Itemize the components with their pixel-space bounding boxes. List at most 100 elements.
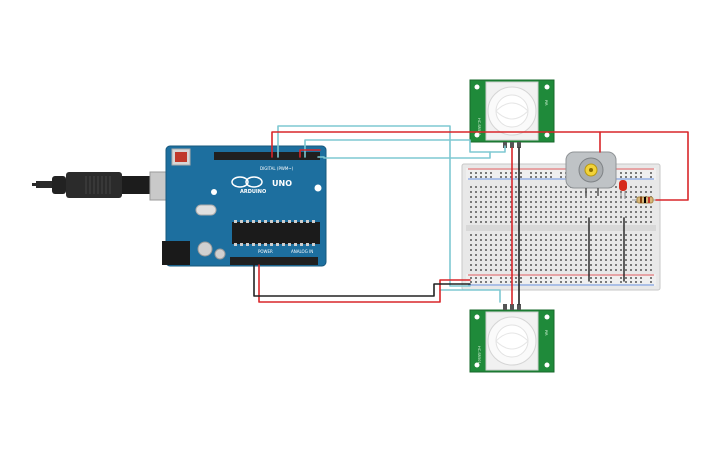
breadboard-hole — [625, 239, 627, 241]
breadboard-hole — [620, 176, 622, 178]
breadboard-hole — [530, 186, 532, 188]
breadboard-hole — [490, 277, 492, 279]
breadboard-hole — [565, 277, 567, 279]
breadboard-hole — [505, 201, 507, 203]
breadboard-hole — [575, 234, 577, 236]
breadboard-hole — [480, 277, 482, 279]
breadboard-hole — [565, 249, 567, 251]
breadboard-hole — [635, 259, 637, 261]
breadboard-hole — [485, 269, 487, 271]
breadboard-hole — [490, 216, 492, 218]
breadboard-hole — [635, 234, 637, 236]
wire-cyan — [304, 139, 506, 158]
breadboard-hole — [565, 191, 567, 193]
breadboard-hole — [500, 259, 502, 261]
breadboard-hole — [650, 269, 652, 271]
breadboard-hole — [550, 172, 552, 174]
breadboard-hole — [585, 201, 587, 203]
breadboard-hole — [470, 281, 472, 283]
breadboard — [461, 163, 661, 291]
breadboard-hole — [520, 211, 522, 213]
arduino-model: UNO — [272, 179, 292, 188]
breadboard-hole — [600, 244, 602, 246]
breadboard-hole — [555, 201, 557, 203]
breadboard-hole — [540, 269, 542, 271]
breadboard-hole — [475, 201, 477, 203]
breadboard-hole — [575, 216, 577, 218]
breadboard-hole — [590, 234, 592, 236]
breadboard-hole — [600, 281, 602, 283]
breadboard-hole — [580, 206, 582, 208]
breadboard-hole — [635, 186, 637, 188]
breadboard-hole — [510, 244, 512, 246]
breadboard-hole — [515, 216, 517, 218]
breadboard-hole — [615, 239, 617, 241]
breadboard-hole — [640, 221, 642, 223]
breadboard-hole — [535, 244, 537, 246]
breadboard-hole — [490, 254, 492, 256]
breadboard-hole — [580, 191, 582, 193]
breadboard-hole — [520, 249, 522, 251]
breadboard-hole — [590, 191, 592, 193]
breadboard-hole — [510, 239, 512, 241]
breadboard-hole — [515, 206, 517, 208]
breadboard-hole — [520, 281, 522, 283]
wire-red — [271, 131, 601, 158]
breadboard-hole — [565, 201, 567, 203]
breadboard-hole — [570, 196, 572, 198]
breadboard-hole — [515, 264, 517, 266]
breadboard-hole — [650, 221, 652, 223]
breadboard-hole — [650, 216, 652, 218]
breadboard-hole — [630, 259, 632, 261]
breadboard-hole — [570, 249, 572, 251]
breadboard-hole — [650, 239, 652, 241]
breadboard-hole — [630, 221, 632, 223]
breadboard-hole — [480, 244, 482, 246]
breadboard-hole — [570, 201, 572, 203]
breadboard-hole — [650, 277, 652, 279]
breadboard-hole — [630, 277, 632, 279]
breadboard-hole — [650, 281, 652, 283]
breadboard-hole — [515, 211, 517, 213]
breadboard-hole — [470, 176, 472, 178]
breadboard-hole — [630, 264, 632, 266]
breadboard-hole — [475, 244, 477, 246]
breadboard-hole — [485, 191, 487, 193]
breadboard-hole — [645, 269, 647, 271]
breadboard-hole — [510, 281, 512, 283]
breadboard-hole — [485, 244, 487, 246]
breadboard-hole — [590, 281, 592, 283]
breadboard-hole — [615, 264, 617, 266]
breadboard-hole — [470, 277, 472, 279]
breadboard-hole — [515, 172, 517, 174]
breadboard-hole — [530, 264, 532, 266]
breadboard-hole — [595, 259, 597, 261]
breadboard-hole — [550, 176, 552, 178]
breadboard-hole — [495, 269, 497, 271]
breadboard-hole — [510, 196, 512, 198]
breadboard-hole — [650, 259, 652, 261]
breadboard-hole — [590, 206, 592, 208]
breadboard-hole — [565, 221, 567, 223]
breadboard-hole — [635, 239, 637, 241]
breadboard-hole — [510, 186, 512, 188]
breadboard-hole — [595, 277, 597, 279]
breadboard-hole — [595, 234, 597, 236]
breadboard-hole — [550, 269, 552, 271]
breadboard-hole — [545, 206, 547, 208]
breadboard-hole — [585, 254, 587, 256]
breadboard-hole — [605, 259, 607, 261]
breadboard-hole — [505, 211, 507, 213]
breadboard-hole — [560, 249, 562, 251]
breadboard-hole — [475, 277, 477, 279]
breadboard-hole — [470, 264, 472, 266]
breadboard-hole — [640, 281, 642, 283]
breadboard-hole — [480, 176, 482, 178]
breadboard-hole — [605, 277, 607, 279]
breadboard-hole — [585, 264, 587, 266]
breadboard-hole — [620, 172, 622, 174]
breadboard-hole — [605, 191, 607, 193]
breadboard-hole — [500, 201, 502, 203]
breadboard-hole — [530, 172, 532, 174]
breadboard-hole — [650, 211, 652, 213]
